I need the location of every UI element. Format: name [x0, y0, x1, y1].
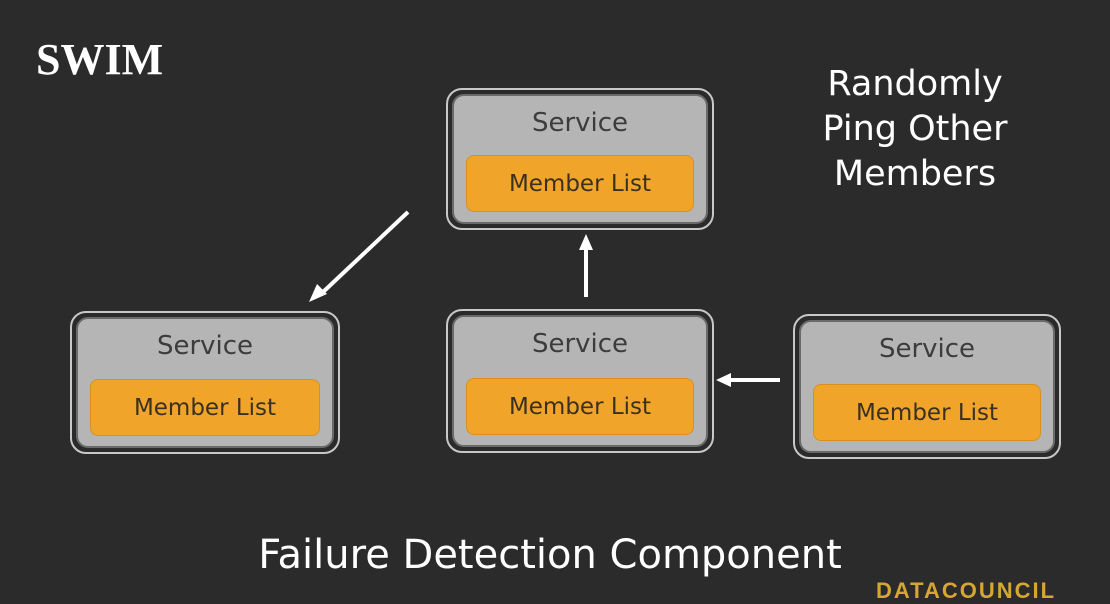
- note-line: Ping Other: [822, 109, 1008, 149]
- ping-arrow-right-to-center: [716, 373, 780, 387]
- service-node-right: Service Member List: [793, 314, 1061, 459]
- ping-arrows: [309, 210, 780, 387]
- service-label: Service: [531, 329, 629, 359]
- brand-watermark: DATACOUNCIL: [876, 578, 1057, 603]
- arrowhead: [309, 284, 327, 302]
- member-list-box: Member List: [90, 379, 320, 436]
- arrowhead: [579, 234, 593, 250]
- note-line: Randomly: [827, 64, 1003, 104]
- note-text: Randomly Ping Other Members: [790, 62, 1040, 197]
- arrowhead: [716, 373, 731, 387]
- ping-arrow-top-to-left: [309, 210, 410, 302]
- service-node-center: Service Member List: [446, 309, 714, 453]
- member-list-box: Member List: [466, 155, 694, 212]
- service-label: Service: [156, 331, 254, 361]
- note-line: Members: [833, 154, 997, 194]
- service-label: Service: [531, 108, 629, 138]
- member-list-box: Member List: [466, 378, 694, 435]
- slide-title: SWIM: [36, 35, 164, 84]
- slide-footer: Failure Detection Component: [258, 532, 842, 578]
- arrow-shaft: [320, 210, 410, 295]
- service-node-top: Service Member List: [446, 88, 714, 230]
- service-label: Service: [878, 334, 976, 364]
- service-node-left: Service Member List: [70, 311, 340, 454]
- member-list-box: Member List: [813, 384, 1041, 441]
- ping-arrow-center-to-top: [579, 234, 593, 297]
